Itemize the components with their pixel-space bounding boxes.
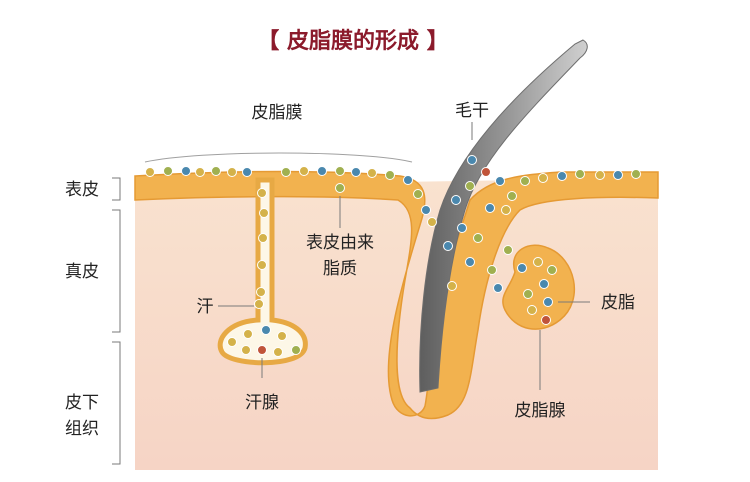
subcutis-label-line2: 组织	[65, 419, 99, 439]
particle-dot	[291, 345, 301, 355]
particle-dot	[421, 205, 431, 215]
particle-dot	[507, 191, 517, 201]
particle-dot	[613, 170, 623, 180]
particle-dot	[163, 166, 173, 176]
diagram-title: 【 皮脂膜的形成 】	[257, 28, 448, 54]
particle-dot	[195, 167, 205, 177]
particle-dot	[503, 245, 513, 255]
particle-dot	[256, 287, 266, 297]
particle-dot	[259, 208, 269, 218]
sweat-duct	[217, 177, 308, 366]
particle-dot	[241, 345, 251, 355]
particle-dot	[243, 329, 253, 339]
particle-dot	[443, 241, 453, 251]
particle-dot	[473, 233, 483, 243]
particle-dot	[413, 189, 423, 199]
particle-dot	[447, 281, 457, 291]
particle-dot	[335, 166, 345, 176]
particle-dot	[258, 233, 268, 243]
particle-dot	[257, 260, 267, 270]
particle-dot	[517, 263, 527, 273]
particle-dot	[539, 279, 549, 289]
particle-dot	[181, 166, 191, 176]
particle-dot	[351, 167, 361, 177]
particle-dot	[211, 166, 221, 176]
particle-dot	[335, 183, 345, 193]
hair-shaft-shape	[419, 39, 588, 393]
particle-dot	[538, 173, 548, 183]
particle-dot	[257, 188, 267, 198]
particle-dots	[145, 155, 641, 357]
epidermis-label: 表皮	[65, 180, 99, 200]
epidermis-bracket	[112, 177, 121, 201]
particle-dot	[501, 205, 511, 215]
particle-dot	[227, 337, 237, 347]
sebum-film-label: 皮脂膜	[252, 103, 303, 123]
particle-dot	[299, 166, 309, 176]
sebum-label: 皮脂	[601, 293, 635, 313]
particle-dot	[485, 203, 495, 213]
particle-dot	[495, 176, 505, 186]
particle-dot	[631, 169, 641, 179]
epidermal-lipid-label-line1: 表皮由来	[306, 233, 374, 253]
particle-dot	[520, 176, 530, 186]
particle-dot	[493, 283, 503, 293]
particle-dot	[254, 299, 264, 309]
particle-dot	[457, 223, 467, 233]
sweat-gland-label: 汗腺	[245, 393, 279, 413]
particle-dot	[527, 305, 537, 315]
hair-shaft-label: 毛干	[455, 101, 489, 121]
particle-dot	[467, 155, 477, 165]
particle-dot	[257, 345, 267, 355]
dermis-bracket	[112, 209, 121, 333]
particle-dot	[367, 168, 377, 178]
particle-dot	[281, 167, 291, 177]
particle-dot	[523, 289, 533, 299]
particle-dot	[273, 347, 283, 357]
particle-dot	[595, 170, 605, 180]
particle-dot	[543, 297, 553, 307]
particle-dot	[481, 167, 491, 177]
particle-dot	[547, 265, 557, 275]
sebaceous-gland-label: 皮脂腺	[515, 401, 566, 421]
particle-dot	[385, 170, 395, 180]
dermis-label: 真皮	[65, 262, 99, 282]
particle-dot	[465, 181, 475, 191]
particle-dot	[427, 217, 437, 227]
epidermal-lipid-label-line2: 脂质	[323, 259, 357, 279]
sweat-label: 汗	[197, 297, 214, 317]
sebum-film-bracket	[144, 152, 413, 163]
particle-dot	[227, 167, 237, 177]
subcutis-bracket	[112, 341, 121, 465]
particle-dot	[317, 166, 327, 176]
particle-dot	[541, 315, 551, 325]
particle-dot	[487, 265, 497, 275]
particle-dot	[145, 167, 155, 177]
particle-dot	[403, 175, 413, 185]
epidermis-layer	[134, 170, 659, 420]
subcutis-label-line1: 皮下	[65, 393, 99, 413]
particle-dot	[261, 325, 271, 335]
particle-dot	[451, 195, 461, 205]
particle-dot	[242, 167, 252, 177]
particle-dot	[557, 171, 567, 181]
particle-dot	[277, 331, 287, 341]
particle-dot	[575, 169, 585, 179]
particle-dot	[533, 257, 543, 267]
particle-dot	[465, 257, 475, 267]
